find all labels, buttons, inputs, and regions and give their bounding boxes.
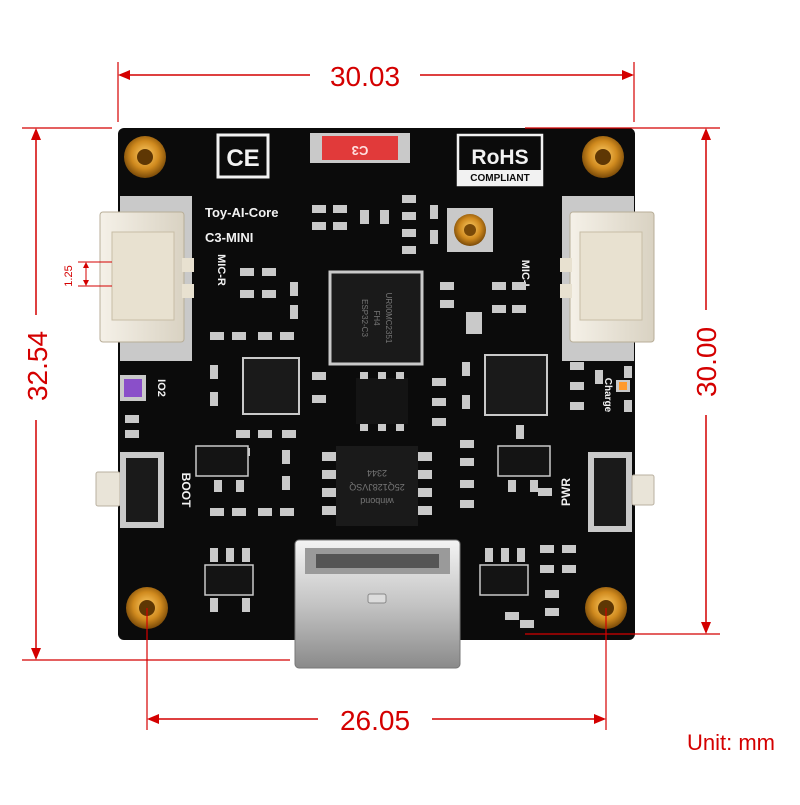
io2-label: IO2: [155, 379, 167, 397]
charge-led: [616, 380, 630, 392]
sot-chip-center: [356, 372, 408, 431]
rohs-text: RoHS: [471, 146, 528, 169]
dimension-right-height-label: 30.00: [691, 327, 722, 397]
dimension-connector-pitch: [78, 261, 112, 287]
charge-label: Charge: [602, 378, 613, 413]
mic-l-connector: [560, 196, 655, 361]
boot-label: BOOT: [179, 473, 193, 508]
power-switch: [588, 452, 655, 532]
rohs-compliant-text: COMPLIANT: [470, 173, 529, 184]
board-name-line2: C3-MINI: [205, 230, 253, 245]
board-name-line1: Toy-AI-Core: [205, 205, 278, 220]
power-chip: [484, 354, 548, 416]
dimension-left-height-label: 32.54: [22, 331, 53, 401]
rgb-led: [120, 375, 146, 401]
transistor-right-bottom: [479, 548, 529, 596]
boot-button: [95, 452, 164, 528]
flash-marking-1: winbond: [360, 496, 395, 506]
antenna-connector: [447, 208, 493, 252]
mcu-marking-2: FH4: [372, 310, 381, 326]
red-component-label: C3: [352, 143, 369, 158]
passive-pads: [125, 195, 632, 628]
dimension-left-height: [22, 127, 290, 661]
esp32-c3-chip: ESP32-C3 FH4 UR00MC2351: [328, 270, 424, 366]
dimension-top-width: [117, 62, 635, 122]
mounting-hole-top-left: [124, 136, 166, 178]
pwr-label: PWR: [559, 478, 573, 506]
mic-r-connector: [99, 196, 194, 361]
transistor-left-middle: [195, 445, 249, 492]
dimension-bottom-hole-spacing-label: 26.05: [340, 705, 410, 736]
mounting-hole-top-right: [582, 136, 624, 178]
flash-marking-3: 2344: [367, 468, 387, 478]
unit-label: Unit: mm: [687, 730, 775, 755]
dimension-top-width-label: 30.03: [330, 61, 400, 92]
dimension-bottom-hole-spacing: [146, 608, 607, 730]
flash-marking-2: 25Q128JVSQ: [349, 482, 405, 492]
ce-mark: CE: [216, 133, 270, 179]
mcu-marking-1: ESP32-C3: [360, 299, 369, 337]
transistor-left-bottom: [204, 548, 254, 612]
rohs-logo: RoHS COMPLIANT: [456, 133, 544, 187]
red-component: C3: [310, 133, 410, 163]
audio-codec-chip: [242, 357, 300, 415]
mic-r-label: MIC-R: [215, 254, 227, 286]
flash-chip: winbond 25Q128JVSQ 2344: [322, 446, 432, 526]
dimension-connector-pitch-label: 1.25: [63, 265, 75, 286]
transistor-right-middle: [497, 445, 551, 492]
usb-c-connector: [294, 539, 461, 669]
mcu-marking-3: UR00MC2351: [384, 293, 393, 344]
dimension-right-height: [525, 127, 720, 635]
ce-mark-text: CE: [226, 145, 259, 172]
